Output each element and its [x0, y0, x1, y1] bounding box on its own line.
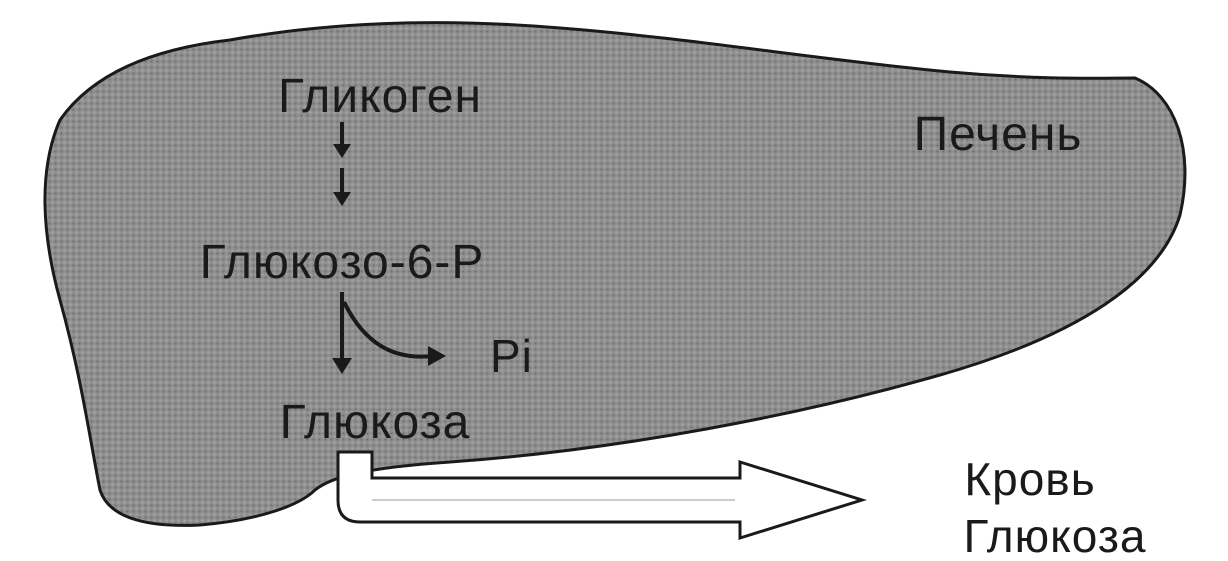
glycogen-label: Гликоген [278, 70, 482, 123]
blood-label: Кровь [964, 453, 1095, 505]
glucose-liver-label: Глюкоза [280, 396, 471, 449]
liver-label: Печень [914, 108, 1083, 161]
g6p-label: Глюкозо-6-Р [200, 236, 485, 289]
glucose-blood-label: Глюкоза [963, 510, 1146, 561]
pi-label: Pi [490, 330, 533, 382]
